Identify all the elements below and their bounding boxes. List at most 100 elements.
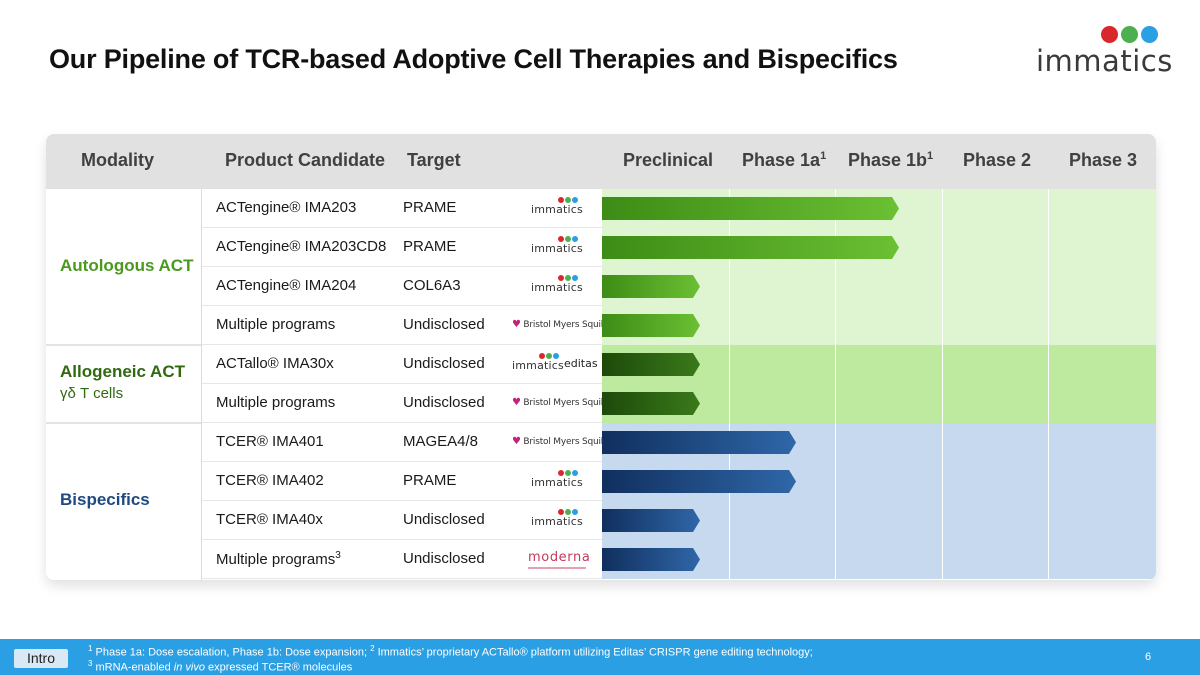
partner-logo: ♥ Bristol Myers Squibb — [512, 312, 612, 340]
section-tab-intro[interactable]: Intro — [14, 649, 68, 668]
bms-mark-icon: ♥ — [512, 319, 521, 330]
logo-dot — [558, 275, 564, 281]
bms-wordmark: Bristol Myers Squibb — [520, 437, 612, 447]
progress-arrow-phase-1b — [602, 197, 899, 220]
target: PRAME — [403, 472, 457, 489]
header-phase-1b: Phase 1b1 — [848, 150, 934, 170]
modality-sublabel: γδ T cells — [60, 385, 124, 402]
product-candidate: TCER® IMA402 — [216, 472, 324, 489]
phase-column-divider — [835, 189, 836, 580]
modality-label: Autologous ACT — [60, 256, 194, 275]
logo-dot — [565, 509, 571, 515]
progress-arrow-preclinical — [602, 548, 700, 571]
logo-dots — [1101, 26, 1158, 43]
immatics-partner-logo: immatics — [531, 509, 583, 533]
logo-dot — [572, 236, 578, 242]
logo-wordmark: immatics — [1036, 44, 1173, 78]
logo-dots — [539, 353, 559, 359]
moderna-partner-logo: moderna — [528, 550, 591, 565]
immatics-logo: immatics — [1036, 26, 1172, 78]
logo-dot — [558, 470, 564, 476]
target: Undisclosed — [403, 394, 485, 411]
target: PRAME — [403, 238, 457, 255]
target: MAGEA4/8 — [403, 433, 479, 450]
partner-logo: immatics — [512, 507, 600, 535]
modality-divider — [46, 422, 202, 424]
logo-dot — [565, 470, 571, 476]
logo-dots — [558, 509, 578, 515]
bms-wordmark: Bristol Myers Squibb — [520, 398, 612, 408]
partner-logo: ♥ Bristol Myers Squibb — [512, 390, 612, 418]
table-header: Modality Product Candidate Target Precli… — [46, 134, 1156, 189]
logo-dot — [1101, 26, 1118, 43]
logo-dot — [565, 197, 571, 203]
progress-arrow-preclinical — [602, 392, 700, 415]
target: Undisclosed — [403, 511, 485, 528]
immatics-partner-logo: immatics — [531, 236, 583, 260]
header-modality: Modality — [81, 150, 155, 170]
logo-wordmark: immatics — [531, 242, 583, 255]
bms-wordmark: Bristol Myers Squibb — [520, 320, 612, 330]
immatics-partner-logo: immatics — [531, 470, 583, 494]
partner-logo: immatics — [512, 195, 600, 223]
immatics-partner-logo: immatics — [531, 197, 583, 221]
product-candidate: ACTengine® IMA204 — [216, 277, 357, 294]
product-candidate: TCER® IMA40x — [216, 511, 323, 528]
bms-partner-logo: ♥ Bristol Myers Squibb — [512, 397, 612, 408]
modality-column-divider — [201, 189, 202, 580]
table-row: TCER® IMA402 PRAME immatics — [202, 462, 602, 501]
page-number: 6 — [1145, 651, 1152, 663]
progress-arrow-preclinical — [602, 353, 700, 376]
partner-logo: ♥ Bristol Myers Squibb — [512, 429, 612, 457]
logo-dot — [546, 353, 552, 359]
logo-dot — [1141, 26, 1158, 43]
target: COL6A3 — [403, 277, 461, 294]
editas-partner-logo: editas — [564, 357, 598, 370]
target: Undisclosed — [403, 355, 485, 372]
progress-arrow-preclinical — [602, 509, 700, 532]
progress-arrow-phase-1a — [602, 470, 796, 493]
modality-cell-allogeneic: Allogeneic ACT γδ T cells — [46, 345, 202, 423]
logo-dot — [565, 275, 571, 281]
phase-column-divider — [1048, 189, 1049, 580]
modality-label: Allogeneic ACT — [60, 362, 185, 381]
slide-title: Our Pipeline of TCR-based Adoptive Cell … — [49, 44, 898, 74]
bms-mark-icon: ♥ — [512, 436, 521, 447]
logo-wordmark: immatics — [512, 359, 564, 372]
logo-dots — [558, 470, 578, 476]
table-row: Multiple programs Undisclosed ♥ Bristol My… — [202, 306, 612, 345]
product-candidate: Multiple programs — [216, 316, 336, 333]
logo-dot — [572, 470, 578, 476]
logo-dot — [558, 509, 564, 515]
product-candidate: ACTengine® IMA203 — [216, 199, 357, 216]
footnote-line-1: 1 Phase 1a: Dose escalation, Phase 1b: D… — [88, 644, 813, 659]
table-row: ACTengine® IMA203CD8 PRAME immatics — [202, 228, 602, 267]
modality-divider — [46, 344, 202, 346]
bms-partner-logo: ♥ Bristol Myers Squibb — [512, 319, 612, 330]
logo-wordmark: immatics — [531, 476, 583, 489]
progress-arrow-preclinical — [602, 314, 700, 337]
progress-arrow-phase-1b — [602, 236, 899, 259]
logo-dot — [539, 353, 545, 359]
immatics-partner-logo: immatics — [512, 353, 564, 377]
header-target: Target — [407, 150, 461, 170]
partner-logo: immatics — [512, 273, 600, 301]
logo-wordmark: immatics — [531, 281, 583, 294]
target: Undisclosed — [403, 316, 485, 333]
logo-wordmark: immatics — [531, 515, 583, 528]
footer-bar: Intro 1 Phase 1a: Dose escalation, Phase… — [0, 639, 1200, 675]
product-candidate: ACTengine® IMA203CD8 — [216, 238, 387, 255]
logo-dot — [572, 509, 578, 515]
bms-partner-logo: ♥ Bristol Myers Squibb — [512, 436, 612, 447]
pipeline-table: Modality Product Candidate Target Precli… — [46, 134, 1156, 580]
header-phase-2: Phase 2 — [963, 150, 1032, 170]
logo-dots — [558, 275, 578, 281]
table-row: ACTengine® IMA204 COL6A3 immatics — [202, 267, 602, 306]
phase-column-divider — [729, 189, 730, 580]
